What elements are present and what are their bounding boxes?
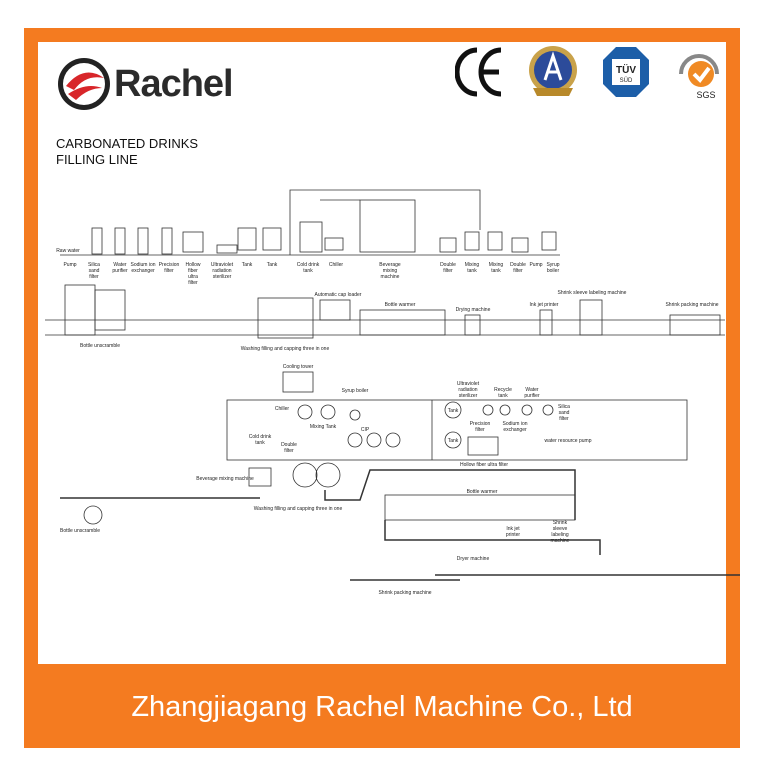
brand-name: Rachel [114,62,234,105]
label: Hollow fiber ultra filter [460,462,508,468]
label: Tank [267,262,278,268]
sgs-badge-icon: SGS [679,54,719,100]
certification-logos: TÜV SÜD SGS [455,44,725,100]
label: Bottle unscramble [60,528,100,534]
title-line-2: FILLING LINE [56,152,138,167]
label: Drying machine [456,307,491,313]
elevation-drawing [45,189,725,339]
content-area [38,42,726,664]
label: water resource pump [545,438,592,444]
label: Syrup boiler [342,388,369,394]
rachel-logo-icon [58,58,110,110]
sgs-text: SGS [696,90,715,100]
label: Pump [63,262,76,268]
label: Chiller [329,262,344,268]
qualified-supplier-badge-icon [529,46,577,96]
label: Washing filling and capping three in one [241,346,330,352]
label: Automatic cap loader [315,292,362,298]
ce-mark-icon [455,47,502,97]
label: Tank [448,408,459,414]
label: Pump [529,262,542,268]
label: Bottle warmer [385,302,416,308]
label: Shrink packing machine [378,590,431,596]
label: Washing filling and capping three in one [254,506,343,512]
label: Chiller [275,406,290,412]
tuv-sud-icon: TÜV SÜD [603,47,649,97]
label: Ink jet printer [530,302,559,308]
label: Dryer machine [457,556,490,562]
title-line-1: CARBONATED DRINKS [56,136,199,151]
label: Shrink packing machine [665,302,718,308]
label: Bottle warmer [467,489,498,495]
label: Beverage mixing machine [196,476,254,482]
label: Cooling tower [283,364,314,370]
plan-drawing [60,371,740,581]
label: Bottle unscramble [80,343,120,349]
label: Mixing Tank [310,424,337,430]
label: Shrink sleeve labeling machine [558,290,627,296]
label: Tank [242,262,253,268]
rachel-logo: Rachel [56,56,234,112]
company-footer: Zhangjiagang Rachel Machine Co., Ltd [131,690,633,723]
label: Raw water [56,248,80,254]
label: CIP [361,427,370,433]
plan-labels: Cooling tower Syrup boiler Chiller Cold … [60,364,592,596]
label: Tank [448,438,459,444]
page-title: CARBONATED DRINKS FILLING LINE [56,136,198,168]
sud-text: SÜD [620,77,633,84]
tuv-text: TÜV [616,63,636,76]
